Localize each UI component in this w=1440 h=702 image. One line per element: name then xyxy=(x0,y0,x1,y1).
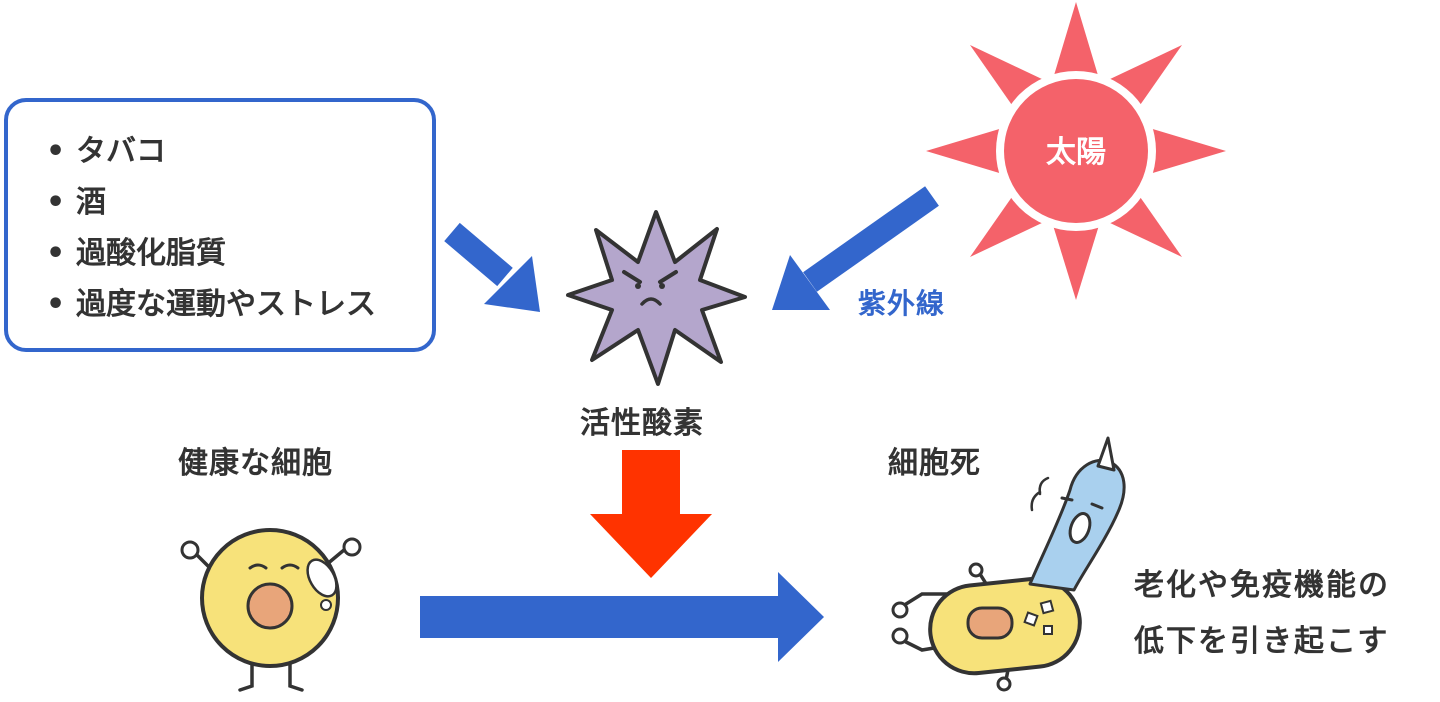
causes-box: •タバコ •酒 •過酸化脂質 •過度な運動やストレス xyxy=(4,98,436,352)
cause-item: •酒 xyxy=(46,177,376,228)
cause-item: • 過酸化脂質 xyxy=(46,228,376,279)
bullet: • xyxy=(46,236,66,271)
result-line-1: 老化や免疫機能の xyxy=(1134,568,1390,603)
result-line-2: 低下を引き起こす xyxy=(1134,624,1390,659)
result-text: 老化や免疫機能の 低下を引き起こす xyxy=(1134,558,1390,670)
cause-label: 過度な運動やストレス xyxy=(76,287,376,322)
cell-death-label: 細胞死 xyxy=(888,446,981,481)
causes-list: •タバコ •酒 •過酸化脂質 •過度な運動やストレス xyxy=(46,126,376,330)
cause-label: 酒 xyxy=(76,185,106,220)
uv-label: 紫外線 xyxy=(858,287,946,320)
sun-icon: 太陽 xyxy=(926,2,1226,300)
bullet: • xyxy=(46,287,66,322)
arrow-sun-to-radical xyxy=(772,186,939,310)
arrow-red-down xyxy=(590,450,712,578)
healthy-cell-icon xyxy=(180,528,362,692)
bullet: • xyxy=(46,185,66,220)
sun-label: 太陽 xyxy=(1046,135,1106,170)
cell-ghost-icon xyxy=(1028,436,1126,592)
healthy-cell-label: 健康な細胞 xyxy=(178,446,333,481)
dead-cell-icon xyxy=(891,562,1082,692)
cause-label: 過酸化脂質 xyxy=(76,236,226,271)
arrow-blue-right xyxy=(420,572,824,662)
cause-item: • 過度な運動やストレス xyxy=(46,279,376,330)
radical-label: 活性酸素 xyxy=(580,406,704,441)
free-radical-icon xyxy=(566,210,747,386)
cause-item: • タバコ xyxy=(46,126,376,177)
cause-label: タバコ xyxy=(76,134,166,169)
bullet: • xyxy=(46,134,66,169)
arrow-causes-to-radical xyxy=(444,222,540,312)
